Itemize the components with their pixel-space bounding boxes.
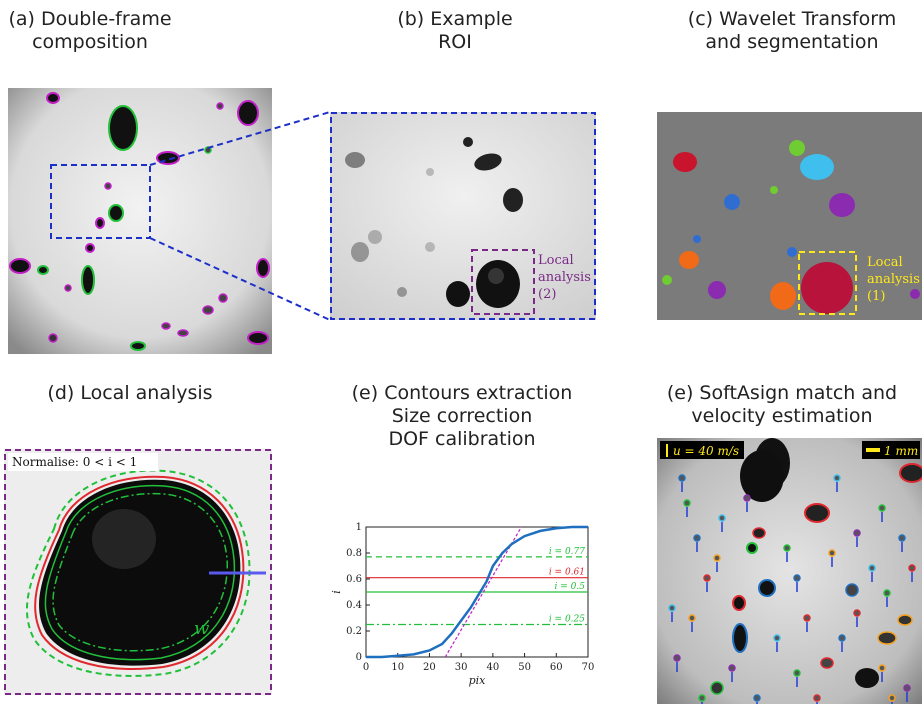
length-scale-label: 1 mm (884, 444, 918, 458)
y-tick-label: 0.8 (346, 548, 362, 559)
contour-chart: 0 10 20 30 40 50 60 70 0 0.2 0.4 0.6 0.8 1 pix i i = 0.7… (330, 522, 595, 687)
tracked-particle (903, 684, 911, 692)
tracked-particle (793, 574, 801, 582)
caption-b: (b) Example ROI (397, 8, 513, 53)
tracked-particle (828, 549, 836, 557)
local-label-b-1: Local (538, 253, 574, 268)
threshold-label: i = 0.77 (549, 547, 585, 557)
tracked-particle (853, 609, 861, 617)
tracked-particle (868, 564, 876, 572)
tracked-particle (908, 564, 916, 572)
tracked-particle (668, 604, 676, 612)
tracked-particle (728, 664, 736, 672)
x-tick-label: 30 (455, 662, 468, 673)
tracked-particle (803, 614, 811, 622)
panel-b-image: Local analysis (2) (330, 112, 596, 320)
x-tick-label: 20 (423, 662, 436, 673)
caption-c: (c) Wavelet Transform and segmentation (687, 8, 897, 53)
panel-a-image (8, 88, 272, 354)
normalise-label: Normalise: 0 < i < 1 (12, 455, 137, 469)
y-tick-label: 0 (356, 652, 362, 663)
tracked-particle (898, 534, 906, 542)
caption-d: (d) Local analysis (47, 382, 213, 404)
tracked-particle (703, 574, 711, 582)
threshold-label: i = 0.25 (549, 615, 585, 625)
tracked-particle (683, 499, 691, 507)
threshold-label: i = 0.5 (555, 582, 586, 592)
tracked-particle (813, 694, 821, 702)
y-tick-label: 0.6 (346, 574, 362, 585)
x-tick-label: 60 (550, 662, 563, 673)
local-label-b-3: (2) (538, 287, 556, 302)
velocity-scale-box (660, 441, 744, 459)
local-label-c-3: (1) (867, 289, 885, 304)
y-axis-label: i (330, 590, 343, 594)
normalise-label-bg (8, 453, 158, 471)
length-scale-box (862, 441, 920, 459)
intensity-curve (366, 525, 588, 659)
tracked-particle (888, 694, 896, 702)
panel-f-image: u = 40 m/s 1 mm (657, 438, 922, 704)
tracked-particle (693, 534, 701, 542)
tracked-particle (793, 669, 801, 677)
tracked-particle (853, 529, 861, 537)
caption-e-softassign: (e) SoftAsign match and velocity estimat… (666, 382, 898, 427)
local-box-d (4, 449, 272, 695)
length-scale-bar (866, 448, 880, 452)
contour-red (34, 475, 245, 670)
tracked-particle (718, 514, 726, 522)
tracked-particle (838, 634, 846, 642)
x-axis-label: pix (469, 674, 487, 687)
x-tick-label: 0 (363, 662, 369, 673)
caption-a: (a) Double-frame composition (8, 8, 172, 53)
y-tick-label: 0.2 (346, 626, 362, 637)
tracked-particle (713, 554, 721, 562)
threshold-label: i = 0.61 (549, 568, 585, 578)
local-label-b-2: analysis (538, 270, 591, 285)
tracked-particle (783, 544, 791, 552)
roi-frame-b (330, 112, 596, 320)
contour-inner-dashdot (52, 492, 228, 652)
tracked-particle (743, 494, 751, 502)
particle-body (39, 479, 241, 666)
x-tick-label: 70 (582, 662, 595, 673)
velocity-scale-label: u = 40 m/s (673, 444, 739, 458)
tracked-particle (833, 474, 841, 482)
tracked-particle (673, 654, 681, 662)
tracked-particle (878, 664, 886, 672)
contour-outer-dashed (25, 469, 251, 677)
x-tick-label: 10 (391, 662, 404, 673)
w-label: w (194, 618, 210, 639)
tracked-particle (678, 474, 686, 482)
tracked-particle (878, 504, 886, 512)
x-tick-label: 50 (518, 662, 531, 673)
local-label-c-1: Local (867, 255, 903, 270)
tracked-particle (698, 694, 706, 702)
panel-c-image: Local analysis (1) (657, 112, 922, 320)
tracked-particle (773, 634, 781, 642)
caption-e-contours: (e) Contours extraction Size correction … (351, 382, 573, 450)
y-tick-label: 1 (356, 522, 362, 533)
tracked-particle (883, 589, 891, 597)
y-tick-label: 0.4 (346, 600, 362, 611)
tracked-particle (753, 694, 761, 702)
local-box-b (471, 249, 535, 315)
local-label-c-2: analysis (867, 272, 920, 287)
x-tick-label: 40 (486, 662, 499, 673)
tracked-particle (688, 614, 696, 622)
panel-d-image: w Normalise: 0 < i < 1 (4, 449, 272, 695)
roi-box-a (50, 164, 151, 239)
particles-a (9, 92, 270, 351)
contour-green-solid (44, 484, 236, 661)
